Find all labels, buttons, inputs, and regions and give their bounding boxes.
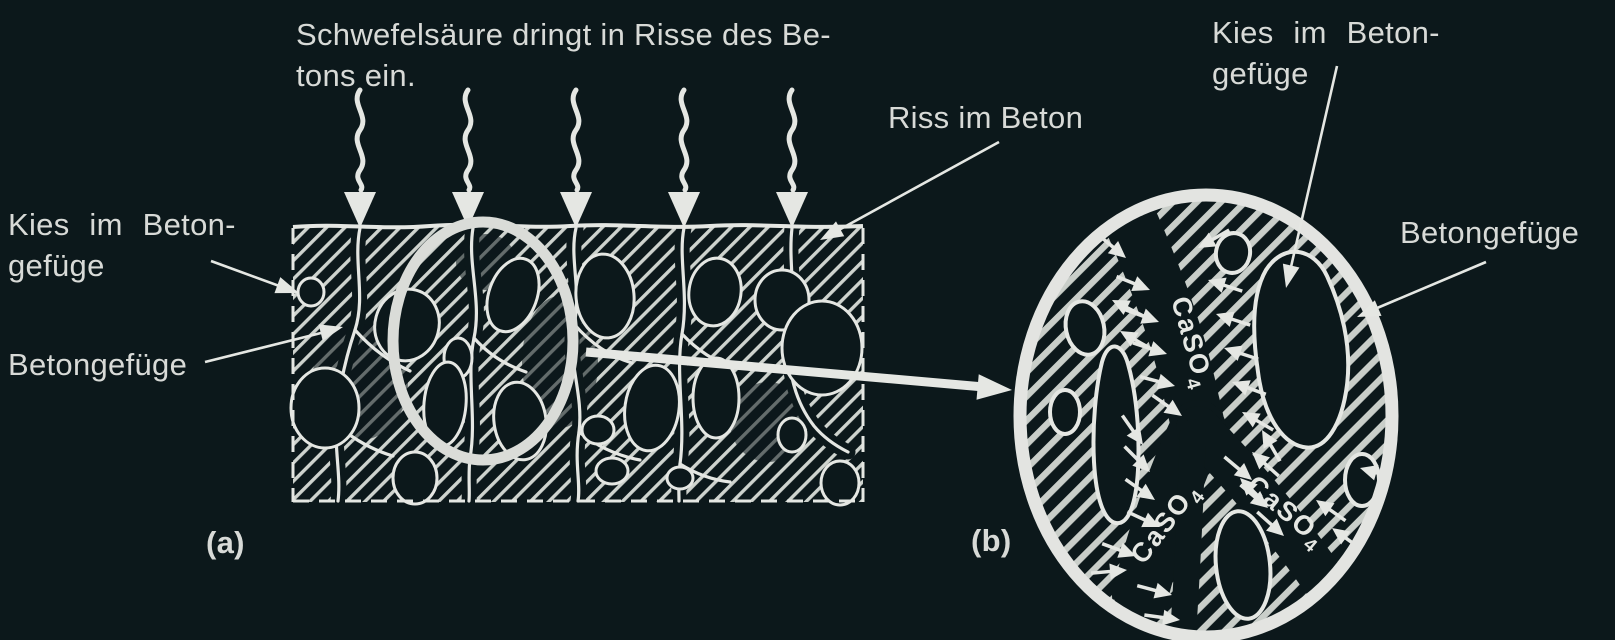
label-riss-im-beton: Riss im Beton: [888, 100, 1084, 135]
panel-b-letter: (b): [971, 523, 1012, 558]
gravel-blobs: [289, 252, 864, 507]
lens-ring: [1013, 188, 1399, 640]
label-leaders: [204, 65, 1487, 364]
leader-kies-right: [1277, 65, 1339, 290]
label-kies-im-betongefuege-left: Kies im Beton- gefüge: [8, 207, 236, 283]
acid-arrow-icon: [452, 90, 484, 228]
leader-riss-im-beton: [815, 140, 1000, 248]
label-betongefuege-right: Betongefüge: [1400, 215, 1580, 250]
crack-line: [334, 226, 362, 503]
leader-kies-left: [210, 259, 302, 301]
leader-betongefuege-right: [1353, 260, 1487, 325]
panel-a-letter: (a): [206, 525, 245, 560]
caption-line2: tons ein.: [296, 58, 416, 93]
caption-line1: Schwefelsäure dringt in Risse des Be-: [296, 17, 831, 52]
label-kies-im-betongefuege-right: Kies im Beton- gefüge: [1212, 15, 1440, 91]
gypsum-crack-bands: [1106, 201, 1344, 631]
caption: Schwefelsäure dringt in Risse des Be- to…: [296, 14, 831, 96]
leader-betongefuege-left: [204, 318, 346, 364]
label-betongefuege-left: Betongefüge: [8, 347, 188, 382]
acid-arrow-icon: [668, 90, 700, 228]
acid-arrow-icon: [560, 90, 592, 228]
highlight-circle: [387, 216, 579, 466]
panel-a-cross-section: [289, 90, 1014, 509]
surface-line: [292, 222, 864, 230]
acid-arrow-icon: [344, 90, 376, 228]
zoom-arrow: [585, 347, 1014, 403]
panel-b-magnified: CaSO4 CaSO4 CaSO4: [1013, 188, 1399, 640]
acid-arrow-icon: [776, 90, 808, 228]
gravel-blobs-magnified: [1048, 231, 1381, 621]
crack-line: [467, 226, 478, 503]
acid-arrows: [344, 90, 808, 228]
